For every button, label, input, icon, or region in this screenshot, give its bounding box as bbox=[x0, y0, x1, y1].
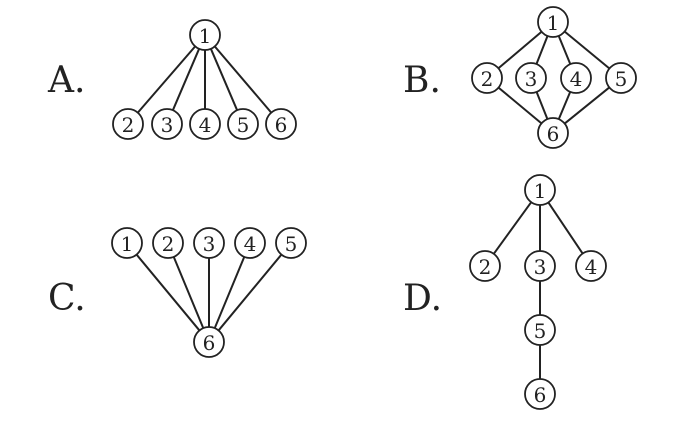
edge-a-1-6 bbox=[213, 45, 273, 114]
node-a-6-circle bbox=[265, 108, 297, 140]
node-a-2-label: 2 bbox=[122, 113, 135, 137]
node-a-5-label: 5 bbox=[237, 113, 250, 137]
node-d-5-label: 5 bbox=[534, 319, 547, 343]
option-a-label: A. bbox=[47, 60, 85, 101]
edge-c-2-6 bbox=[172, 256, 205, 329]
node-b-2-label: 2 bbox=[481, 67, 494, 91]
node-b-5-circle bbox=[605, 62, 637, 94]
edge-d-1-4 bbox=[547, 201, 584, 255]
edge-b-1-3 bbox=[535, 35, 549, 65]
edge-a-1-3 bbox=[171, 48, 201, 111]
node-c-5-circle bbox=[275, 227, 307, 259]
node-d-3-circle bbox=[524, 250, 556, 282]
edge-b-2-6 bbox=[497, 86, 543, 125]
node-d-5-circle bbox=[524, 314, 556, 346]
edge-a-1-2 bbox=[137, 45, 196, 114]
edge-c-4-6 bbox=[213, 256, 246, 329]
node-b-6-label: 6 bbox=[547, 122, 560, 146]
node-c-4-circle bbox=[234, 227, 266, 259]
option-a-graph: 1 2 3 4 5 6 bbox=[112, 19, 297, 140]
option-c-graph: 1 2 3 4 5 6 bbox=[111, 227, 307, 358]
node-c-2-label: 2 bbox=[162, 232, 175, 256]
node-b-4-circle bbox=[560, 62, 592, 94]
edge-b-4-6 bbox=[557, 91, 572, 120]
node-d-4-circle bbox=[575, 250, 607, 282]
option-d-label: D. bbox=[403, 278, 442, 319]
node-d-2-label: 2 bbox=[479, 255, 492, 279]
node-a-4-label: 4 bbox=[199, 113, 212, 137]
node-b-2-circle bbox=[471, 62, 503, 94]
node-a-1-circle bbox=[189, 19, 221, 51]
node-c-4-label: 4 bbox=[244, 232, 257, 256]
node-b-3-circle bbox=[515, 62, 547, 94]
node-a-4-circle bbox=[189, 108, 221, 140]
node-c-3-label: 3 bbox=[203, 232, 216, 256]
edge-c-5-6 bbox=[217, 253, 283, 332]
node-a-1-label: 1 bbox=[199, 24, 212, 48]
edge-b-5-6 bbox=[564, 86, 610, 125]
node-c-6-circle bbox=[193, 326, 225, 358]
node-a-3-circle bbox=[151, 108, 183, 140]
node-d-1-label: 1 bbox=[534, 179, 547, 203]
node-a-6-label: 6 bbox=[275, 113, 288, 137]
node-d-4-label: 4 bbox=[585, 255, 598, 279]
option-d-graph: 1 2 3 4 5 6 bbox=[469, 174, 607, 410]
node-d-2-circle bbox=[469, 250, 501, 282]
node-c-6-label: 6 bbox=[203, 331, 216, 355]
node-b-1-circle bbox=[537, 6, 569, 38]
node-b-3-label: 3 bbox=[525, 67, 538, 91]
node-b-1-label: 1 bbox=[547, 11, 560, 35]
edge-c-1-6 bbox=[135, 253, 201, 332]
node-b-5-label: 5 bbox=[615, 67, 628, 91]
node-c-1-label: 1 bbox=[121, 232, 134, 256]
node-b-4-label: 4 bbox=[570, 67, 583, 91]
node-a-3-label: 3 bbox=[161, 113, 174, 137]
node-c-3-circle bbox=[193, 227, 225, 259]
node-d-6-circle bbox=[524, 378, 556, 410]
node-a-2-circle bbox=[112, 108, 144, 140]
option-c-label: C. bbox=[48, 278, 86, 319]
node-d-1-circle bbox=[524, 174, 556, 206]
option-b-label: B. bbox=[403, 60, 441, 101]
edge-b-1-5 bbox=[563, 30, 611, 70]
edge-b-1-4 bbox=[557, 35, 572, 65]
node-c-1-circle bbox=[111, 227, 143, 259]
node-d-6-label: 6 bbox=[534, 383, 547, 407]
node-c-2-circle bbox=[152, 227, 184, 259]
option-b-graph: 1 2 3 4 5 6 bbox=[471, 6, 637, 149]
node-b-6-circle bbox=[537, 117, 569, 149]
edge-d-1-2 bbox=[492, 201, 533, 255]
node-d-3-label: 3 bbox=[534, 255, 547, 279]
edge-b-3-6 bbox=[535, 91, 549, 120]
edge-b-1-2 bbox=[497, 30, 543, 70]
node-a-5-circle bbox=[227, 108, 259, 140]
edge-a-1-5 bbox=[209, 48, 239, 111]
graphs-layer: 1 2 3 4 5 6 1 2 3 4 5 6 1 2 3 4 5 6 1 2 3 4 5 6 bbox=[111, 6, 637, 410]
node-c-5-label: 5 bbox=[285, 232, 298, 256]
